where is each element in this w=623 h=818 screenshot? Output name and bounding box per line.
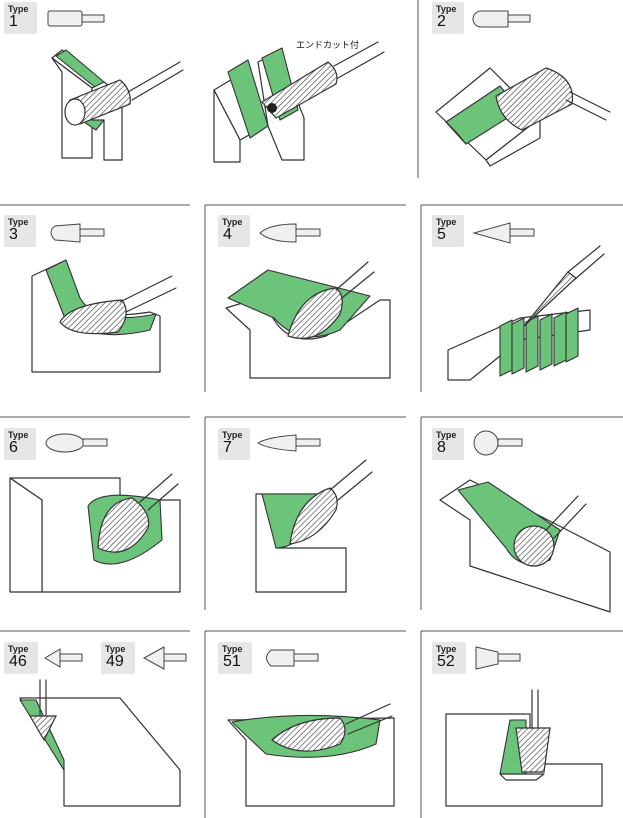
type-badge-49: Type 49 [101, 642, 135, 674]
type-8-illustration [439, 479, 611, 613]
type-number: 6 [9, 439, 18, 456]
type-number: 46 [9, 653, 27, 670]
type-number: 2 [437, 13, 446, 30]
type-label: Type [105, 644, 126, 654]
type-label: Type [8, 4, 29, 14]
cylinder-ball-end-bur-icon [472, 10, 531, 28]
type-label: Type [8, 644, 29, 654]
type-52-illustration [445, 689, 603, 807]
tree-radius-end-bur-icon [50, 223, 105, 243]
type-number: 5 [437, 226, 446, 243]
type-badge-3: Type 3 [4, 215, 36, 247]
type-7-illustration [255, 459, 373, 593]
type-5-illustration [447, 245, 605, 381]
type-label: Type [8, 430, 29, 440]
type-number: 52 [437, 653, 455, 670]
type-label: Type [222, 430, 243, 440]
type-number: 7 [223, 439, 232, 456]
type-number: 4 [223, 226, 232, 243]
type-label: Type [8, 217, 29, 227]
bullet-nose-bur-icon [266, 649, 319, 667]
type-number: 1 [9, 13, 18, 30]
type-number: 49 [106, 653, 124, 670]
type-badge-7: Type 7 [218, 428, 250, 460]
end-cut-note: エンドカット付 [296, 41, 360, 51]
type-label: Type [436, 430, 457, 440]
ball-bur-icon [473, 430, 523, 456]
type-label: Type [222, 644, 243, 654]
type-1-illustration-b [213, 41, 385, 163]
type-1-illustration-a [51, 49, 184, 161]
inverted-cone-bur-icon [475, 646, 521, 670]
type-4-illustration [225, 261, 391, 379]
type-badge-2: Type 2 [432, 2, 464, 34]
type-badge-8: Type 8 [432, 428, 464, 460]
type-6-illustration [9, 473, 181, 593]
type-badge-5: Type 5 [432, 215, 464, 247]
type-number: 3 [9, 226, 18, 243]
type-2-illustration [435, 67, 611, 167]
oval-bur-icon [45, 433, 108, 453]
flame-bur-icon [257, 434, 321, 452]
type-label: Type [436, 644, 457, 654]
type-51-illustration [227, 703, 395, 807]
type-number: 51 [223, 653, 241, 670]
type-5-fins [499, 307, 579, 377]
type-badge-4: Type 4 [218, 215, 250, 247]
type-badge-46: Type 46 [4, 642, 38, 674]
type-46-49-illustration [19, 679, 181, 807]
cone-pointed-bur-icon [472, 222, 535, 244]
tree-pointed-bur-icon [259, 223, 321, 243]
countersink-60-bur-icon [142, 646, 187, 670]
type-badge-51: Type 51 [218, 642, 252, 674]
countersink-90-bur-icon [44, 648, 83, 668]
type-number: 8 [437, 439, 446, 456]
type-label: Type [222, 217, 243, 227]
cylinder-bur-icon [47, 10, 105, 27]
type-label: Type [436, 217, 457, 227]
type-3-illustration [31, 259, 177, 373]
type-badge-52: Type 52 [432, 642, 466, 674]
type-badge-6: Type 6 [4, 428, 36, 460]
type-badge-1: Type 1 [4, 2, 37, 34]
type-label: Type [436, 4, 457, 14]
